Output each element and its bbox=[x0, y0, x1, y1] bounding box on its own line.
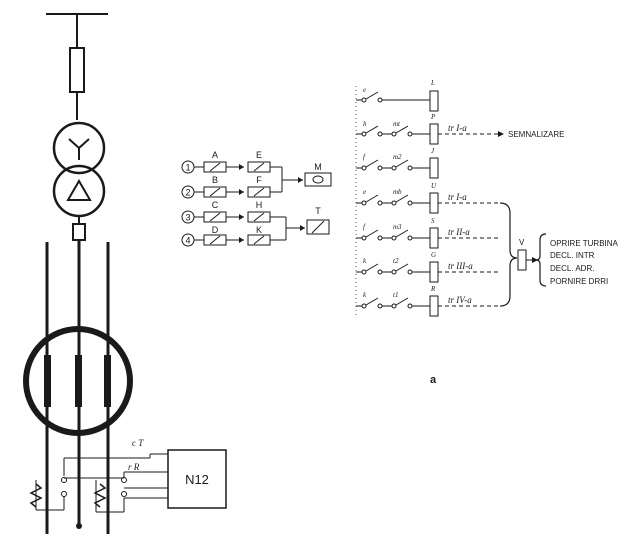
contact-row-s bbox=[356, 227, 500, 249]
contact-label-r-b: t1 bbox=[393, 291, 398, 299]
action-brace bbox=[535, 233, 547, 287]
relay-label-u: U bbox=[431, 182, 437, 190]
output-t-label: T bbox=[315, 206, 321, 216]
contact-row-u bbox=[356, 192, 500, 214]
contact-label-p-b: mt bbox=[393, 120, 401, 128]
contact-label-u-a: e bbox=[363, 188, 366, 196]
relay-label-g: G bbox=[431, 251, 436, 259]
action-stop-turbine: OPRIRE TURBINA bbox=[550, 239, 619, 248]
logic-label-d: D bbox=[212, 225, 219, 235]
generator-winding-3 bbox=[104, 355, 111, 407]
contact-label-j-b: m2 bbox=[393, 153, 402, 161]
logic-label-c: C bbox=[212, 200, 219, 210]
contact-label-g-b: t2 bbox=[393, 257, 399, 265]
logic-label-b: B bbox=[212, 175, 218, 185]
relay-label-j: J bbox=[431, 147, 435, 155]
contact-label-r-a: k bbox=[363, 291, 367, 299]
logic-combiner-top bbox=[281, 167, 303, 192]
relay-label-s: S bbox=[431, 217, 435, 225]
relay-label-l: L bbox=[430, 79, 435, 87]
collector-arrow-icon bbox=[532, 257, 538, 263]
action-start-drri: PORNIRE DRRI bbox=[550, 277, 608, 286]
input-number-2: 2 bbox=[185, 188, 190, 198]
trip-label-u: tr I-a bbox=[448, 192, 467, 202]
trip-label-s: tr II-a bbox=[448, 227, 470, 237]
collector-relay bbox=[517, 249, 527, 271]
trip-coil-icon bbox=[311, 220, 325, 234]
transformer-winding-star bbox=[52, 121, 106, 175]
contact-label-j-a: f bbox=[363, 153, 366, 161]
logic-row-1: 1 bbox=[181, 160, 282, 174]
logic-label-a: A bbox=[212, 150, 218, 160]
contact-row-l bbox=[356, 90, 439, 112]
delta-symbol-icon bbox=[66, 179, 92, 201]
neutral-point bbox=[76, 523, 82, 529]
generator-winding-2 bbox=[75, 355, 82, 407]
trip-label-r: tr IV-a bbox=[448, 295, 472, 305]
logic-row-2: 2 bbox=[181, 185, 282, 199]
trip-label-g: tr III-a bbox=[448, 261, 473, 271]
lamp-icon bbox=[312, 175, 324, 184]
relay-n12-label: N12 bbox=[185, 472, 209, 487]
output-m-box bbox=[304, 172, 332, 187]
logic-combiner-bottom bbox=[285, 217, 305, 240]
contact-label-u-b: mb bbox=[393, 188, 402, 196]
logic-row-3: 3 bbox=[181, 210, 286, 224]
contact-row-r bbox=[356, 295, 500, 317]
contact-row-j bbox=[356, 157, 439, 179]
action-trip-breaker: DECL. INTR bbox=[550, 251, 595, 260]
figure-label: a bbox=[430, 374, 437, 386]
resistor-2-icon bbox=[93, 483, 107, 508]
contact-row-g bbox=[356, 261, 500, 283]
logic-row-4: 4 bbox=[181, 233, 286, 247]
contact-label-s-a: f bbox=[363, 223, 366, 231]
current-transformer bbox=[72, 223, 86, 241]
relay-label-r: R bbox=[430, 285, 436, 293]
resistor-1-icon bbox=[29, 483, 43, 508]
fuse bbox=[69, 47, 85, 93]
star-symbol-icon bbox=[68, 138, 90, 160]
output-m-label: M bbox=[314, 162, 322, 172]
collector-label: V bbox=[519, 238, 525, 247]
contact-panel: e L h mt P tr I-a SEMNALIZARE bbox=[355, 79, 619, 386]
contact-label-s-b: m3 bbox=[393, 223, 402, 231]
logic-block: A E B F C H D K 1 2 bbox=[181, 150, 332, 247]
contact-label-p-a: h bbox=[363, 120, 367, 128]
generator bbox=[23, 326, 133, 436]
generator-winding-1 bbox=[44, 355, 51, 407]
logic-label-h: H bbox=[256, 200, 263, 210]
trip-label-p: tr I-a bbox=[448, 123, 467, 133]
action-trip-adr: DECL. ADR. bbox=[550, 264, 594, 273]
contact-label-g-a: k bbox=[363, 257, 367, 265]
relay-label-p: P bbox=[430, 113, 436, 121]
wire-label-t: ϲ T bbox=[132, 438, 144, 448]
output-t-box bbox=[306, 219, 330, 235]
collector-brace bbox=[499, 202, 518, 307]
wire-label-r: r R bbox=[128, 462, 140, 472]
input-number-1: 1 bbox=[185, 163, 190, 173]
contact-row-p bbox=[356, 123, 504, 145]
input-number-4: 4 bbox=[185, 236, 190, 246]
logic-label-f: F bbox=[256, 175, 262, 185]
single-line-scheme: ϲ T r R N12 bbox=[23, 13, 227, 534]
relay-n12-box bbox=[167, 449, 227, 509]
contact-label-l-a: e bbox=[363, 86, 366, 94]
signal-label: SEMNALIZARE bbox=[508, 130, 564, 139]
input-number-3: 3 bbox=[185, 213, 190, 223]
logic-label-e: E bbox=[256, 150, 262, 160]
measurement-wiring bbox=[35, 453, 168, 513]
logic-label-k: K bbox=[256, 225, 262, 235]
